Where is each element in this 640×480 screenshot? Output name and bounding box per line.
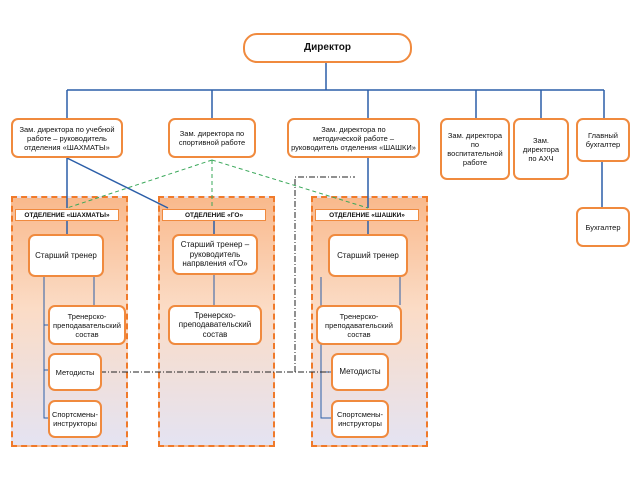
checkers-instructors-box: Спортсмены- инструкторы [331, 400, 389, 438]
chess-methodists-box: Методисты [48, 353, 102, 391]
accountant-box: Бухгалтер [576, 207, 630, 247]
go-coaching-staff-box: Тренерско- преподавательский состав [168, 305, 262, 345]
checkers-methodists-box: Методисты [331, 353, 389, 391]
department-chess-header: ОТДЕЛЕНИЕ «ШАХМАТЫ» [15, 209, 119, 221]
department-go-header: ОТДЕЛЕНИЕ «ГО» [162, 209, 266, 221]
chess-senior-trainer-box: Старший тренер [28, 234, 104, 277]
deputy-sports-box: Зам. директора по спортивной работе [168, 118, 256, 158]
chief-accountant-box: Главный бухгалтер [576, 118, 630, 162]
deputy-ahch-box: Зам. директора по АХЧ [513, 118, 569, 180]
checkers-coaching-staff-box: Тренерско- преподавательский состав [316, 305, 402, 345]
chess-coaching-staff-box: Тренерско- преподавательский состав [48, 305, 126, 345]
director-box: Директор [243, 33, 412, 63]
chess-instructors-box: Спортсмены- инструкторы [48, 400, 102, 438]
department-checkers-header: ОТДЕЛЕНИЕ «ШАШКИ» [315, 209, 419, 221]
deputy-upbringing-box: Зам. директора по воспитательной работе [440, 118, 510, 180]
deputy-academic-box: Зам. директора по учебной работе – руков… [11, 118, 123, 158]
checkers-senior-trainer-box: Старший тренер [328, 234, 408, 277]
go-senior-trainer-box: Старший тренер – руководитель напрвления… [172, 234, 258, 275]
deputy-methodical-box: Зам. директора по методической работе – … [287, 118, 420, 158]
